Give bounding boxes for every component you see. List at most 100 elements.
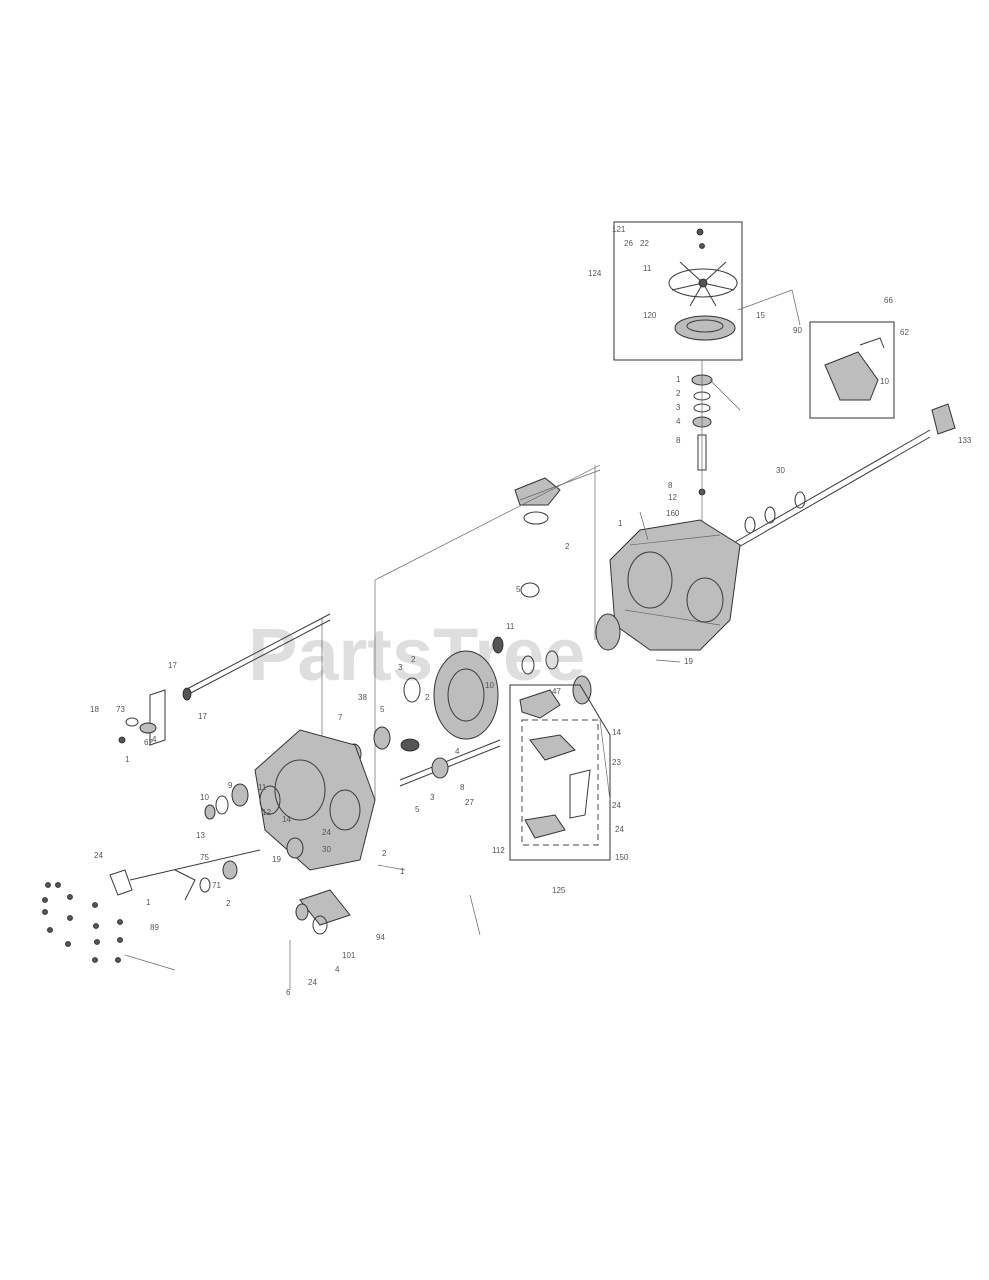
callout: 1 — [676, 375, 681, 384]
callout: 5 — [516, 585, 521, 594]
axle-right — [729, 403, 956, 553]
callout: 150 — [615, 853, 629, 862]
callout: 11 — [506, 622, 515, 631]
callout: 90 — [793, 326, 802, 335]
callout: 124 — [588, 269, 602, 278]
bolt-grid — [42, 882, 176, 971]
callout: 71 — [212, 881, 221, 890]
callout: 38 — [358, 693, 367, 702]
callout: 4 — [152, 735, 157, 744]
callout: 23 — [612, 758, 621, 767]
callout: 2 — [382, 849, 387, 858]
callout: 17 — [168, 661, 177, 670]
callout: 160 — [666, 509, 680, 518]
washer-icon — [699, 243, 705, 249]
callout: 4 — [335, 965, 340, 974]
nut-icon — [696, 228, 704, 236]
callout: 73 — [116, 705, 125, 714]
main-housing-left — [254, 729, 376, 871]
callout: 17 — [198, 712, 207, 721]
callout: 9 — [228, 781, 233, 790]
callout: 24 — [615, 825, 624, 834]
callout: 1 — [125, 755, 130, 764]
pulley-icon — [674, 315, 736, 341]
shifter-box-group — [509, 684, 611, 861]
cover-plate — [514, 469, 601, 525]
callout: 47 — [552, 687, 561, 696]
gear-set — [346, 582, 621, 765]
main-housing-right — [609, 519, 741, 651]
callout: 133 — [958, 436, 972, 445]
callout: 24 — [322, 828, 331, 837]
callout: 12 — [262, 808, 271, 817]
callout: 26 — [624, 239, 633, 248]
callout: 11 — [258, 783, 267, 792]
callout: 30 — [776, 466, 785, 475]
callout: 11 — [643, 264, 652, 273]
callout: 4 — [455, 747, 460, 756]
guide-line — [374, 464, 601, 581]
callout: 7 — [338, 713, 343, 722]
callout: 2 — [425, 693, 430, 702]
callout: 14 — [612, 728, 621, 737]
callout-labels: 121 26 22 11 124 120 1 2 3 4 8 8 12 15 1… — [90, 225, 972, 997]
callout: 19 — [272, 855, 281, 864]
callout: 14 — [282, 815, 291, 824]
callout: 2 — [226, 899, 231, 908]
callout: 1 — [400, 867, 405, 876]
left-bracket — [118, 689, 166, 746]
leader-lines — [377, 289, 801, 936]
callout: 89 — [150, 923, 159, 932]
callout: 2 — [676, 389, 681, 398]
callout: 101 — [342, 951, 356, 960]
callout: 66 — [884, 296, 893, 305]
center-shaft — [399, 739, 501, 787]
callout: 15 — [756, 311, 765, 320]
callout: 5 — [415, 805, 420, 814]
callout: 22 — [640, 239, 649, 248]
callout: 10 — [485, 681, 494, 690]
bracket-box-group — [809, 321, 895, 419]
callout: 121 — [612, 225, 626, 234]
callout: 6 — [286, 988, 291, 997]
fan-icon — [668, 261, 738, 307]
fan-assembly-group — [613, 221, 743, 361]
callout: 2 — [565, 542, 570, 551]
callout: 94 — [376, 933, 385, 942]
callout: 24 — [308, 978, 317, 987]
callout: 5 — [380, 705, 385, 714]
bracket-box — [809, 321, 895, 419]
callout: 30 — [322, 845, 331, 854]
callout: 13 — [196, 831, 205, 840]
lever-assembly — [109, 849, 351, 990]
callout: 24 — [94, 851, 103, 860]
callout: 8 — [460, 783, 465, 792]
callout: 75 — [200, 853, 209, 862]
input-shaft-stack — [691, 360, 713, 530]
callout: 62 — [900, 328, 909, 337]
axle-left — [182, 613, 331, 701]
callout: 112 — [492, 846, 505, 855]
callout: 2 — [411, 655, 416, 664]
callout: 3 — [398, 663, 403, 672]
callout: 3 — [676, 403, 681, 412]
callout: 27 — [465, 798, 474, 807]
shifter-inner-box — [521, 719, 599, 846]
fan-assembly-box — [613, 221, 743, 361]
callout: 19 — [684, 657, 693, 666]
callout: 62 — [144, 738, 153, 747]
callout: 10 — [880, 377, 889, 386]
callout: 8 — [668, 481, 673, 490]
watermark-text: PartsTree — [248, 613, 585, 696]
callout: 120 — [643, 311, 657, 320]
callout: 4 — [676, 417, 681, 426]
callout: 24 — [612, 801, 621, 810]
callout: 12 — [668, 493, 677, 502]
callout: 10 — [200, 793, 209, 802]
callout: 1 — [618, 519, 623, 528]
bracket-icon — [824, 351, 879, 401]
callout: 3 — [430, 793, 435, 802]
callout: 18 — [90, 705, 99, 714]
callout: 1 — [146, 898, 151, 907]
